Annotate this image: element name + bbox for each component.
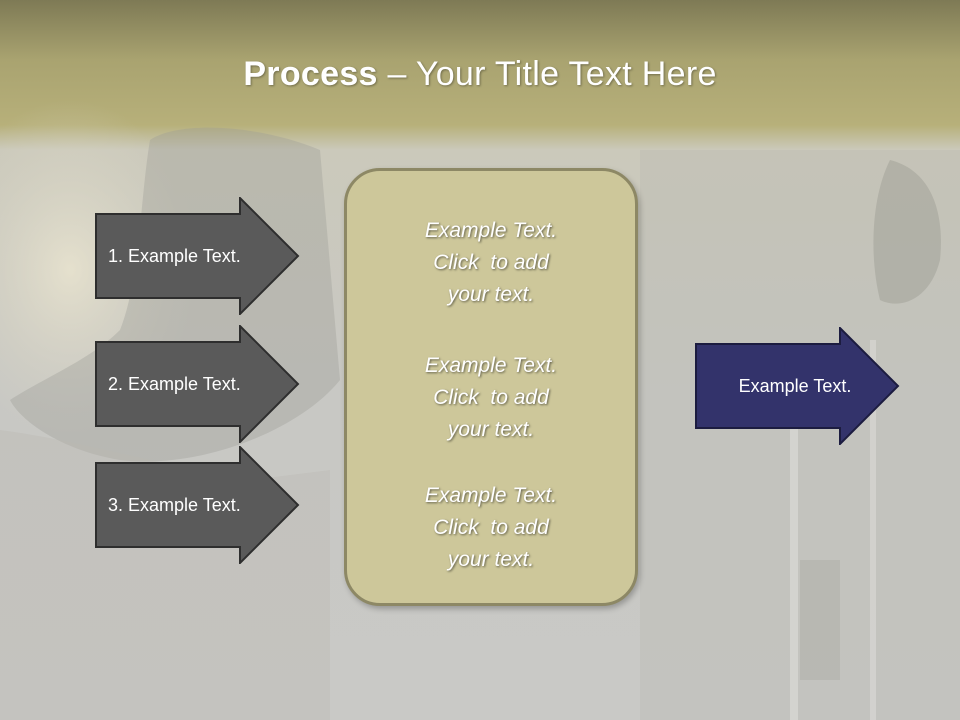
block-line: your text. <box>447 548 535 571</box>
step-arrow-3[interactable]: 3. Example Text. <box>95 446 300 564</box>
block-line: Click to add <box>433 516 549 539</box>
arrow-shape-3 <box>95 446 300 564</box>
block-line: Example Text. <box>424 484 558 507</box>
slide-title: Process – Your Title Text Here <box>0 55 960 94</box>
step-arrow-1[interactable]: 1. Example Text. <box>95 197 300 315</box>
step-arrow-2[interactable]: 2. Example Text. <box>95 325 300 443</box>
block-line: Click to add <box>433 386 549 409</box>
block-line: Click to add <box>433 251 549 274</box>
block-line: your text. <box>447 418 535 441</box>
result-label: Example Text. <box>738 375 852 396</box>
arrow-shape-2 <box>95 325 300 443</box>
center-text-block-2[interactable]: Example Text. Click to add your text. <box>347 350 635 446</box>
step-label-3: 3. Example Text. <box>108 494 241 515</box>
result-arrow-shape <box>695 327 900 445</box>
center-text-block-1[interactable]: Example Text. Click to add your text. <box>347 215 635 311</box>
block-line: your text. <box>447 283 535 306</box>
center-text-box[interactable]: Example Text. Click to add your text. Ex… <box>344 168 638 606</box>
title-bold-part: Process <box>243 55 378 93</box>
result-arrow[interactable]: Example Text. <box>695 327 900 445</box>
center-text-block-3[interactable]: Example Text. Click to add your text. <box>347 480 635 576</box>
step-label-1: 1. Example Text. <box>108 245 241 266</box>
block-line: Example Text. <box>424 219 558 242</box>
arrow-shape-1 <box>95 197 300 315</box>
block-line: Example Text. <box>424 354 558 377</box>
title-rest-part: – Your Title Text Here <box>377 55 717 93</box>
step-label-2: 2. Example Text. <box>108 373 241 394</box>
